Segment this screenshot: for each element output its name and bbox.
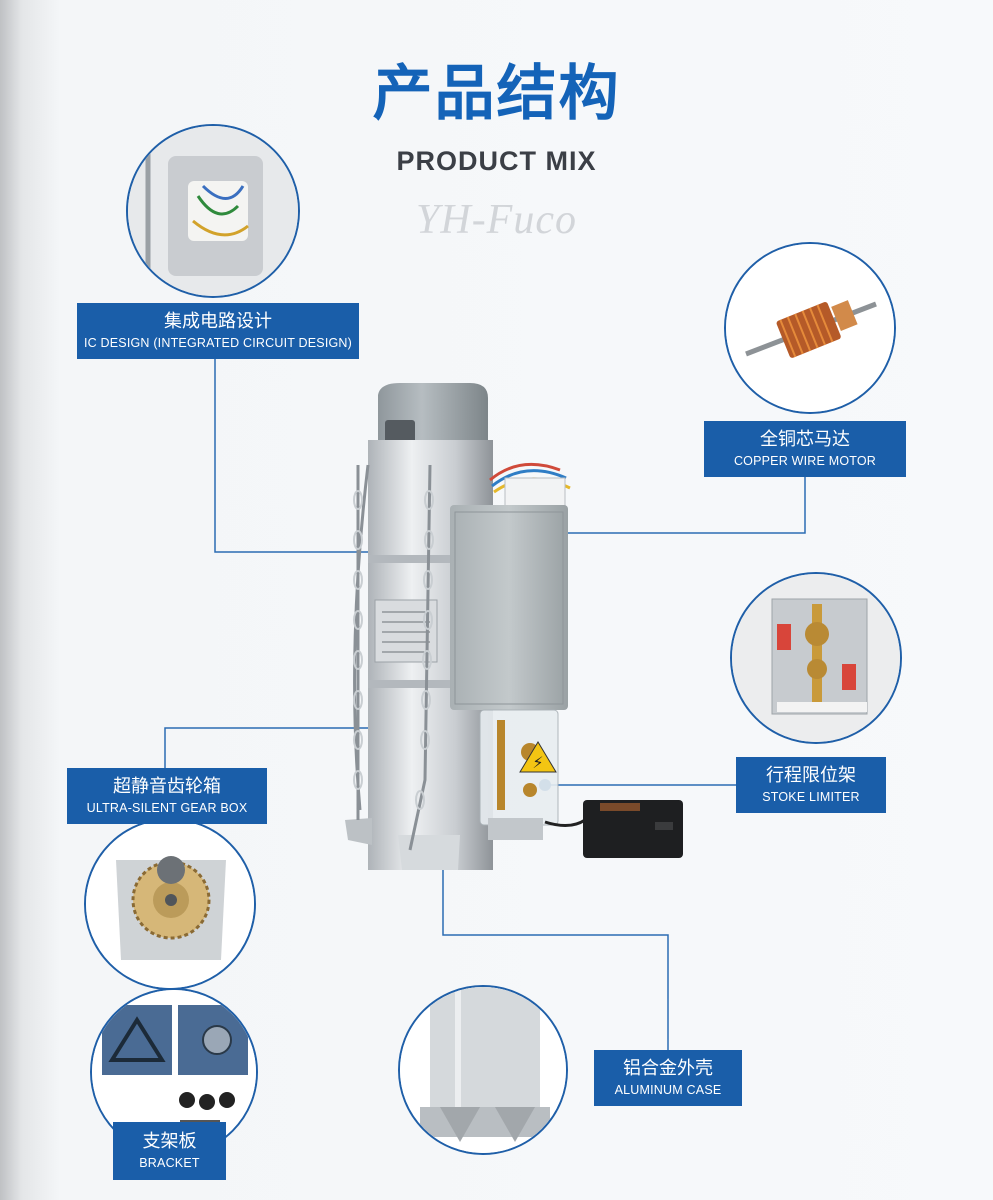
stoke-limiter-photo — [730, 572, 902, 744]
label-copper-motor-en: COPPER WIRE MOTOR — [733, 454, 877, 468]
label-copper-motor: 全铜芯马达 COPPER WIRE MOTOR — [704, 421, 906, 477]
connector-gear-box — [164, 727, 385, 768]
label-bracket-en: BRACKET — [139, 1156, 200, 1170]
label-stoke-limiter: 行程限位架 STOKE LIMITER — [736, 757, 886, 813]
label-bracket-cn: 支架板 — [142, 1131, 197, 1152]
label-stoke-limiter-en: STOKE LIMITER — [762, 790, 860, 804]
label-ic-design-en: IC DESIGN (INTEGRATED CIRCUIT DESIGN) — [83, 336, 353, 350]
connector-ic-design — [214, 358, 398, 553]
ic-design-photo — [126, 124, 300, 298]
watermark: YH-Fuco — [416, 197, 577, 243]
label-ic-design-cn: 集成电路设计 — [164, 311, 272, 332]
svg-text:⚡: ⚡ — [532, 753, 543, 772]
label-ic-design: 集成电路设计 IC DESIGN (INTEGRATED CIRCUIT DES… — [77, 303, 359, 359]
label-aluminum-case-en: ALUMINUM CASE — [614, 1083, 722, 1097]
page-title-en: PRODUCT MIX — [396, 146, 597, 176]
page-title-cn: 产品结构 — [372, 59, 621, 129]
gear-box-photo — [84, 818, 256, 990]
label-gear-box: 超静音齿轮箱 ULTRA-SILENT GEAR BOX — [67, 768, 267, 824]
copper-motor-photo — [724, 242, 896, 414]
label-gear-box-en: ULTRA-SILENT GEAR BOX — [86, 801, 248, 815]
label-gear-box-cn: 超静音齿轮箱 — [113, 776, 221, 797]
label-aluminum-case-cn: 铝合金外壳 — [623, 1058, 713, 1079]
label-stoke-limiter-cn: 行程限位架 — [766, 765, 856, 786]
label-copper-motor-cn: 全铜芯马达 — [760, 429, 850, 450]
label-aluminum-case: 铝合金外壳 ALUMINUM CASE — [594, 1050, 742, 1106]
label-bracket: 支架板 BRACKET — [113, 1122, 226, 1180]
connector-copper-motor — [532, 476, 806, 534]
aluminum-case-photo — [398, 985, 568, 1155]
connector-aluminum-case — [442, 862, 669, 1050]
